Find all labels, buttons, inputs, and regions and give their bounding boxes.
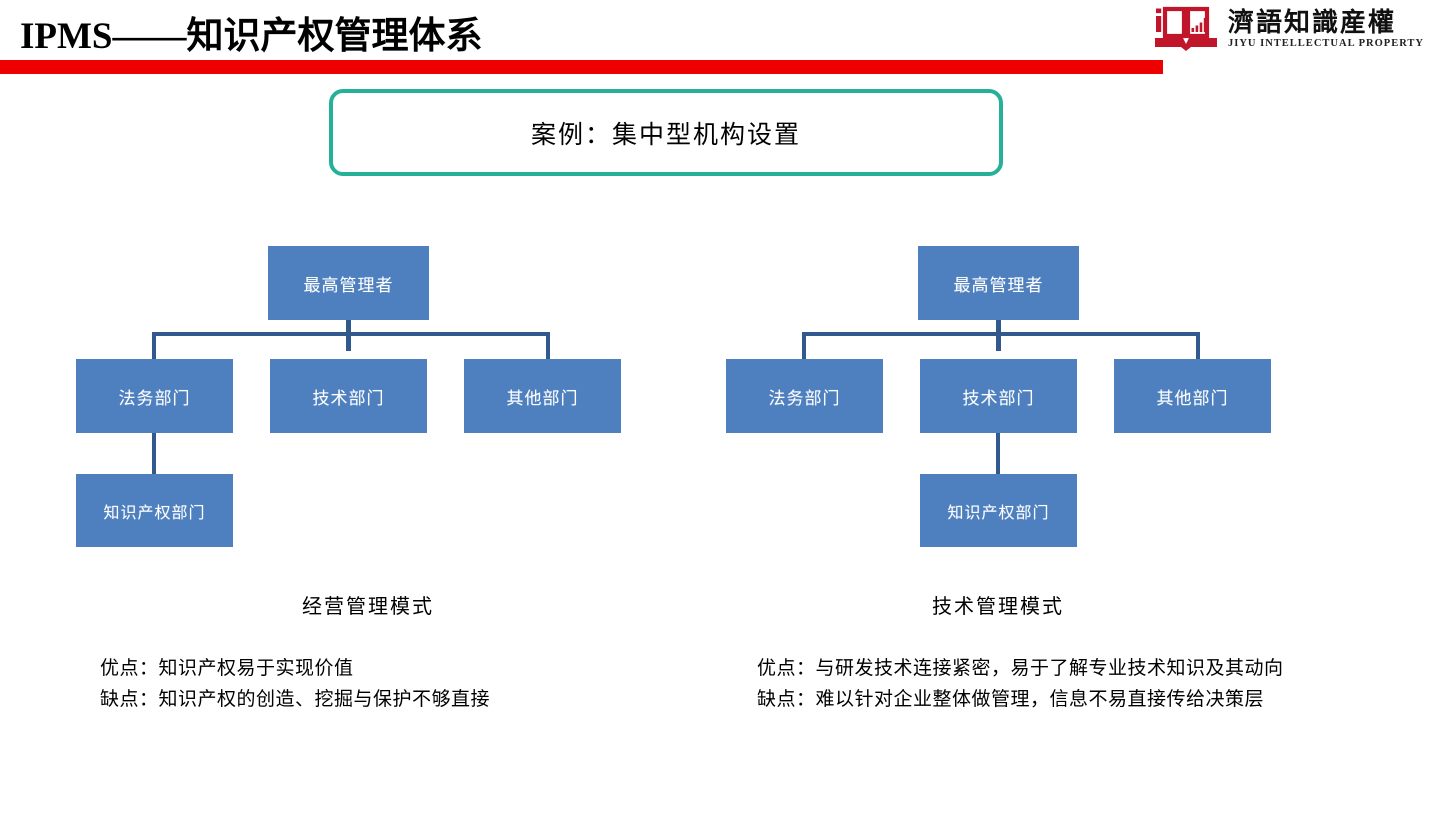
connector-drop-legal [152,332,156,359]
brand-wordmark: 濟語知識産權 JIYU INTELLECTUAL PROPERTY [1228,8,1424,51]
connector-drop-other-2 [1196,332,1200,359]
chart-caption-technical: 技术管理模式 [932,596,1064,618]
notes-business-cons: 缺点：知识产权的创造、挖掘与保护不够直接 [100,689,491,710]
node-top-manager-2: 最高管理者 [918,246,1079,320]
node-tech-department-2: 技术部门 [920,359,1077,433]
page-title: IPMS——知识产权管理体系 [20,16,483,57]
node-other-department: 其他部门 [464,359,621,433]
notes-business-pros: 优点：知识产权易于实现价值 [100,658,354,679]
connector-drop-other [546,332,550,359]
node-legal-department: 法务部门 [76,359,233,433]
node-ip-department: 知识产权部门 [76,474,233,547]
connector-horizontal-bus [152,332,550,336]
brand-logo: 濟語知識産權 JIYU INTELLECTUAL PROPERTY [1152,2,1448,56]
brand-name-en: JIYU INTELLECTUAL PROPERTY [1228,37,1424,49]
open-book-chart-logo-icon [1155,6,1217,51]
node-ip-department-2: 知识产权部门 [920,474,1077,547]
notes-technical-pros: 优点：与研发技术连接紧密，易于了解专业技术知识及其动向 [757,658,1284,679]
node-tech-department: 技术部门 [270,359,427,433]
case-title-box: 案例：集中型机构设置 [329,89,1003,176]
notes-technical: 优点：与研发技术连接紧密，易于了解专业技术知识及其动向 缺点：难以针对企业整体做… [757,653,1284,715]
notes-technical-cons: 缺点：难以针对企业整体做管理，信息不易直接传给决策层 [757,689,1265,710]
chart-caption-business: 经营管理模式 [302,596,434,618]
connector-drop-ip [152,433,156,474]
brand-name-cn: 濟語知識産權 [1228,7,1397,37]
node-top-manager: 最高管理者 [268,246,429,320]
node-legal-department-2: 法务部门 [726,359,883,433]
header-red-rule [0,60,1163,74]
connector-horizontal-bus-2 [802,332,1200,336]
notes-business: 优点：知识产权易于实现价值 缺点：知识产权的创造、挖掘与保护不够直接 [100,653,490,715]
case-title-label: 案例：集中型机构设置 [530,121,801,149]
node-other-department-2: 其他部门 [1114,359,1271,433]
connector-drop-ip-2 [996,433,1000,474]
connector-drop-legal-2 [802,332,806,359]
